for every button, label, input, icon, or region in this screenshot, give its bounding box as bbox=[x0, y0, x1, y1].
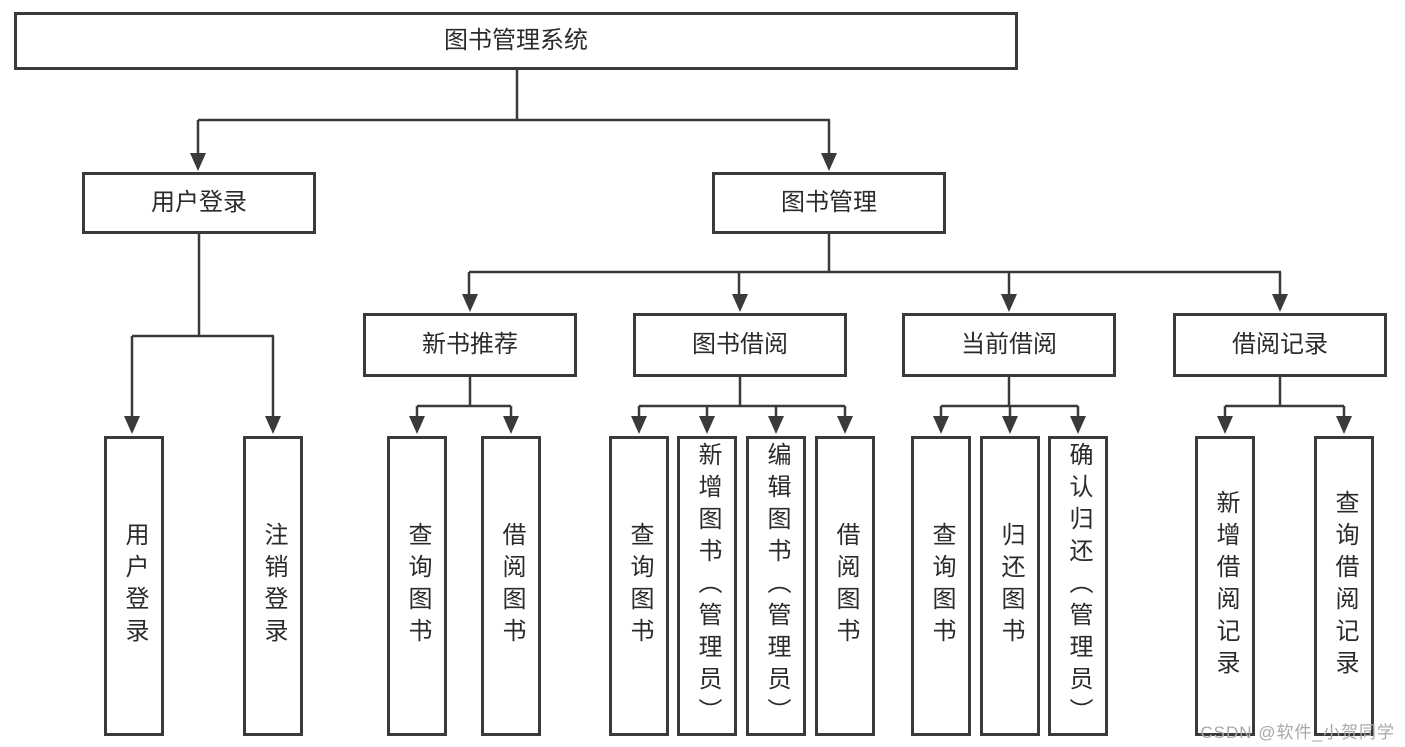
leaf-confirm-return-admin-label: 确认归还（管理员） bbox=[1065, 442, 1092, 730]
leaf-add-borrow-record: 新增借阅记录 bbox=[1195, 436, 1255, 736]
leaf-query-borrow-record: 查询借阅记录 bbox=[1314, 436, 1374, 736]
node-root-label: 图书管理系统 bbox=[444, 27, 588, 54]
node-current-borrow-label: 当前借阅 bbox=[961, 331, 1057, 358]
node-borrow-records-label: 借阅记录 bbox=[1232, 331, 1328, 358]
leaf-return-books-label: 归还图书 bbox=[997, 522, 1024, 650]
leaf-user-login: 用户登录 bbox=[104, 436, 164, 736]
leaf-query-books-borrow-label: 查询图书 bbox=[626, 522, 653, 650]
node-current-borrow: 当前借阅 bbox=[902, 313, 1116, 377]
leaf-borrow-books-label: 借阅图书 bbox=[832, 522, 859, 650]
node-book-borrow-label: 图书借阅 bbox=[692, 331, 788, 358]
leaf-query-books-recommend: 查询图书 bbox=[387, 436, 447, 736]
leaf-add-book-admin: 新增图书（管理员） bbox=[677, 436, 737, 736]
leaf-borrow-books-recommend-label: 借阅图书 bbox=[498, 522, 525, 650]
leaf-edit-book-admin-label: 编辑图书（管理员） bbox=[763, 442, 790, 730]
node-book-management: 图书管理 bbox=[712, 172, 946, 234]
leaf-query-books-borrow: 查询图书 bbox=[609, 436, 669, 736]
leaf-user-login-label: 用户登录 bbox=[121, 522, 148, 650]
node-new-book-recommend-label: 新书推荐 bbox=[422, 331, 518, 358]
leaf-query-books-current-label: 查询图书 bbox=[928, 522, 955, 650]
leaf-borrow-books: 借阅图书 bbox=[815, 436, 875, 736]
leaf-logout-label: 注销登录 bbox=[260, 522, 287, 650]
leaf-logout: 注销登录 bbox=[243, 436, 303, 736]
node-book-borrow: 图书借阅 bbox=[633, 313, 847, 377]
node-user-login: 用户登录 bbox=[82, 172, 316, 234]
node-book-management-label: 图书管理 bbox=[781, 189, 877, 216]
watermark: CSDN @软件_小贺同学 bbox=[1200, 723, 1395, 742]
leaf-confirm-return-admin: 确认归还（管理员） bbox=[1048, 436, 1108, 736]
node-user-login-label: 用户登录 bbox=[151, 189, 247, 216]
leaf-return-books: 归还图书 bbox=[980, 436, 1040, 736]
leaf-edit-book-admin: 编辑图书（管理员） bbox=[746, 436, 806, 736]
node-borrow-records: 借阅记录 bbox=[1173, 313, 1387, 377]
leaf-add-borrow-record-label: 新增借阅记录 bbox=[1212, 490, 1239, 682]
node-new-book-recommend: 新书推荐 bbox=[363, 313, 577, 377]
leaf-query-borrow-record-label: 查询借阅记录 bbox=[1331, 490, 1358, 682]
leaf-add-book-admin-label: 新增图书（管理员） bbox=[694, 442, 721, 730]
leaf-query-books-current: 查询图书 bbox=[911, 436, 971, 736]
leaf-borrow-books-recommend: 借阅图书 bbox=[481, 436, 541, 736]
leaf-query-books-recommend-label: 查询图书 bbox=[404, 522, 431, 650]
node-root: 图书管理系统 bbox=[14, 12, 1018, 70]
connector-lines bbox=[130, 69, 1346, 418]
